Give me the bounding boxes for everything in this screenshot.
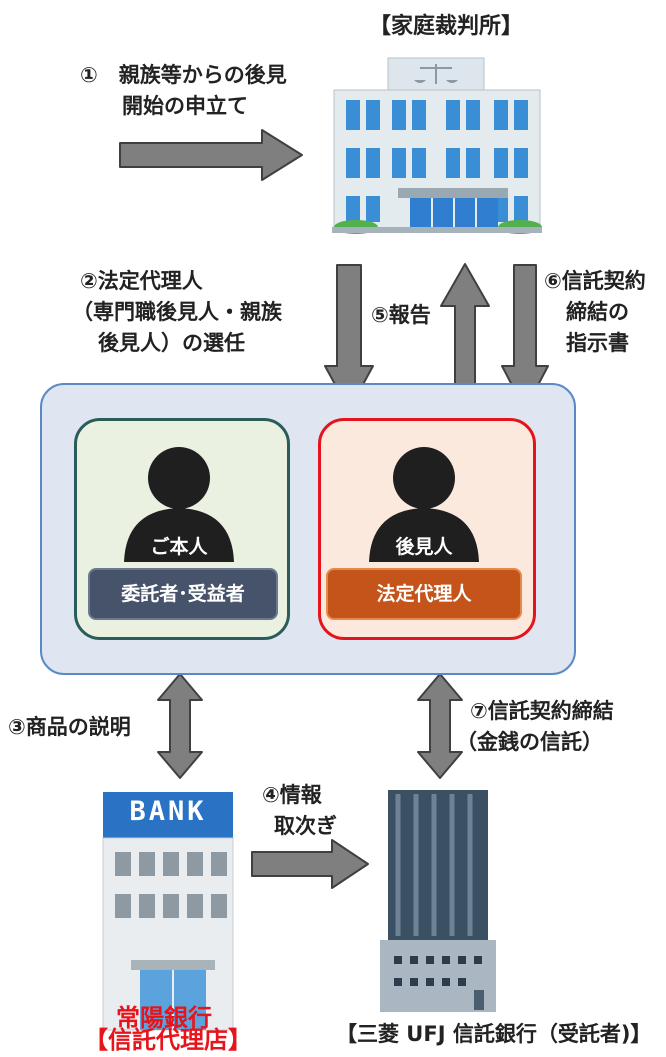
- court-title: 【家庭裁判所】: [369, 14, 524, 39]
- bank-sign: BANK: [129, 796, 207, 827]
- arrow-step1: [119, 129, 303, 181]
- guardian-role-badge: 法定代理人: [326, 568, 522, 620]
- step5-label: ⑤報告: [371, 303, 431, 327]
- arrow-step3: [157, 673, 203, 779]
- step4-label: ④情報 取次ぎ: [262, 780, 337, 842]
- trust-bank-name: 【三菱 UFJ 信託銀行（受託者)】: [336, 1022, 652, 1046]
- step6-line2: 締結の: [566, 300, 629, 324]
- step7-line1: ⑦信託契約締結: [470, 699, 614, 723]
- bank-building-icon: [102, 792, 234, 1031]
- step6-line1: ⑥信託契約: [544, 269, 646, 293]
- principal-role-badge: 委託者･受益者: [88, 568, 278, 620]
- step4-line1: ④情報: [262, 783, 322, 807]
- step7-line2: （金銭の信託）: [456, 730, 603, 754]
- step7-label: ⑦信託契約締結 （金銭の信託）: [456, 696, 614, 758]
- guardian-person-icon: [369, 447, 479, 562]
- step2-label: ②法定代理人 （専門職後見人・親族 後見人）の選任: [72, 266, 282, 359]
- step1-line1: ① 親族等からの後見: [80, 63, 287, 87]
- step2-line1: ②法定代理人: [80, 269, 203, 293]
- step6-label: ⑥信託契約 締結の 指示書: [544, 266, 646, 359]
- guardian-person-label: 後見人: [395, 536, 453, 558]
- trust-bank-building-icon: [380, 790, 496, 1012]
- step4-line2: 取次ぎ: [274, 814, 337, 838]
- bank-role: 【信託代理店】: [84, 1026, 252, 1054]
- bank-name: 常陽銀行: [116, 1004, 212, 1032]
- court-building-icon: [332, 57, 542, 234]
- principal-person-icon: [124, 447, 234, 562]
- step2-line2: （専門職後見人・親族: [72, 300, 282, 324]
- arrow-step7: [417, 673, 463, 779]
- step2-line3: 後見人）の選任: [98, 331, 245, 355]
- arrow-step4: [251, 839, 369, 889]
- step1-line2: 開始の申立て: [122, 94, 248, 118]
- step3-label: ③商品の説明: [8, 715, 131, 739]
- step1-label: ① 親族等からの後見 開始の申立て: [80, 60, 287, 122]
- step6-line3: 指示書: [566, 331, 629, 355]
- principal-person-label: ご本人: [150, 536, 208, 558]
